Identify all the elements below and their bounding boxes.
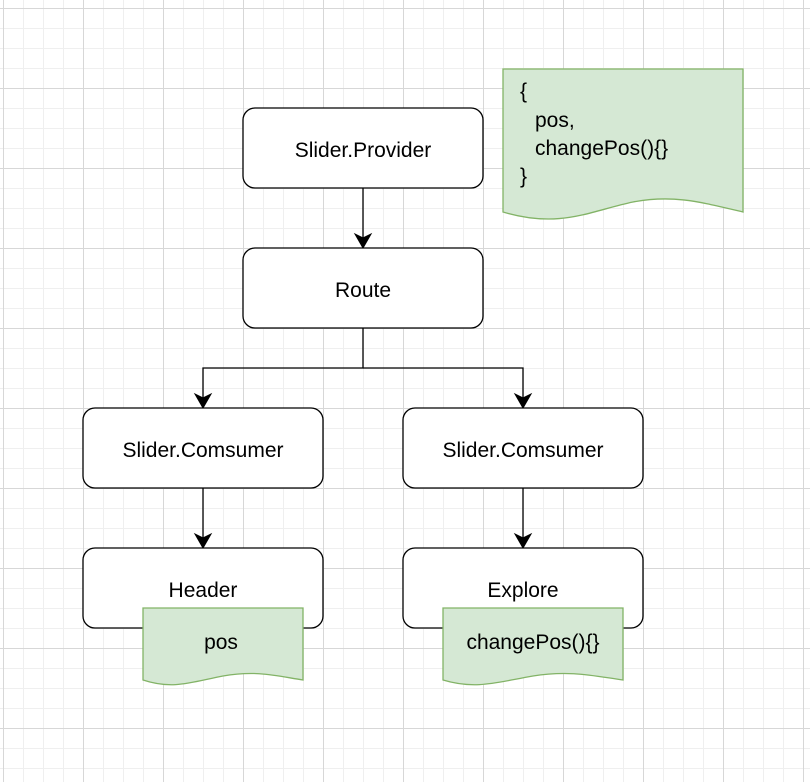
note-explore-prop[interactable]: changePos(){}	[442, 607, 624, 686]
note-context-value[interactable]: { pos, changePos(){} }	[502, 68, 744, 220]
edges	[193, 188, 533, 550]
note-explore-prop-label: changePos(){}	[466, 631, 599, 654]
note-header-prop-label: pos	[204, 631, 238, 654]
note-header-prop[interactable]: pos	[142, 607, 304, 686]
note-context-line-open: {	[520, 80, 527, 103]
note-context-value-shape	[502, 68, 744, 220]
arrowhead-consumer-left	[193, 392, 213, 410]
arrowhead-route	[353, 232, 373, 250]
node-route-label: Route	[335, 279, 391, 302]
node-header-label: Header	[169, 579, 238, 602]
arrowhead-header	[193, 532, 213, 550]
edge-route-to-consumer-right	[363, 367, 524, 398]
note-context-value-text: { pos, changePos(){} }	[520, 80, 674, 188]
note-explore-prop-shape	[442, 607, 624, 686]
note-header-prop-shape	[142, 607, 304, 686]
node-slider-consumer-right[interactable]: Slider.Comsumer	[402, 407, 644, 489]
node-slider-provider[interactable]: Slider.Provider	[242, 107, 484, 189]
note-context-line-close: }	[520, 165, 527, 188]
node-slider-consumer-left[interactable]: Slider.Comsumer	[82, 407, 324, 489]
node-slider-consumer-left-label: Slider.Comsumer	[122, 439, 283, 462]
node-slider-consumer-left-box	[82, 407, 324, 489]
arrowhead-explore	[513, 532, 533, 550]
arrowhead-consumer-right	[513, 392, 533, 410]
note-context-line-changepos: changePos(){}	[535, 137, 668, 160]
node-slider-consumer-right-label: Slider.Comsumer	[442, 439, 603, 462]
node-slider-consumer-right-box	[402, 407, 644, 489]
node-explore-label: Explore	[487, 579, 558, 602]
edge-route-to-consumer-left	[202, 328, 364, 398]
node-slider-provider-label: Slider.Provider	[295, 139, 432, 162]
node-slider-provider-box	[242, 107, 484, 189]
node-route-box	[242, 247, 484, 329]
node-route[interactable]: Route	[242, 247, 484, 329]
note-context-line-pos: pos,	[535, 109, 575, 132]
